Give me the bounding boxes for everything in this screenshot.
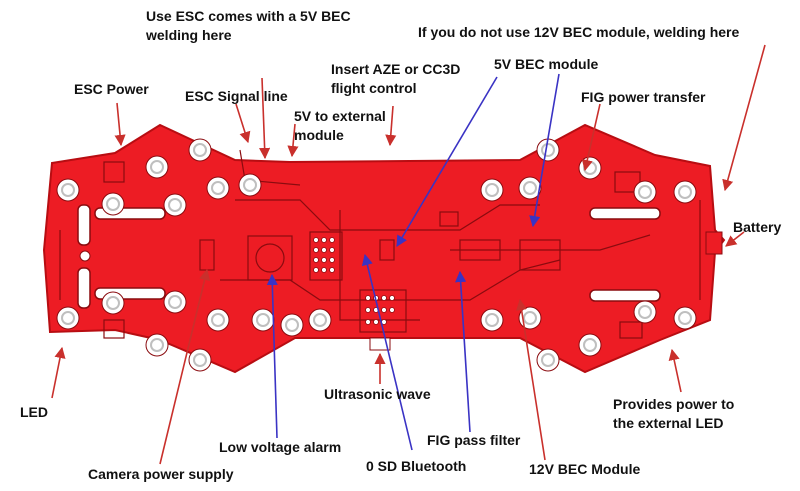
mounting-hole-inner (638, 305, 652, 319)
label-sd-bluetooth: 0 SD Bluetooth (366, 458, 467, 474)
mounting-holes (56, 138, 697, 372)
mounting-hole-inner (678, 311, 692, 325)
mounting-hole-inner (61, 311, 75, 325)
mounting-hole-inner (106, 197, 120, 211)
mounting-hole-inner (583, 338, 597, 352)
mounting-hole-inner (523, 311, 537, 325)
label-5v-bec-module: 5V BEC module (494, 56, 599, 72)
red-arrows (51, 44, 766, 465)
label-ultrasonic: Ultrasonic wave (324, 386, 431, 402)
label-12v-bec-module: 12V BEC Module (529, 461, 641, 477)
right-slot-bottom (589, 289, 661, 302)
blue-arrows (266, 73, 560, 451)
mounting-hole-inner (168, 295, 182, 309)
label-ext-5v-line1: 5V to external (294, 108, 386, 124)
mounting-hole-inner (256, 313, 270, 327)
mounting-hole-inner (678, 185, 692, 199)
battery-pad (705, 231, 723, 255)
label-insert-fc-line2: flight control (331, 80, 417, 96)
mounting-hole-inner (638, 185, 652, 199)
mounting-hole-inner (168, 198, 182, 212)
mounting-hole-inner (150, 160, 164, 174)
label-battery: Battery (733, 219, 782, 235)
label-fig-filter: FIG pass filter (427, 432, 521, 448)
mounting-hole-inner (541, 353, 555, 367)
mounting-hole-inner (285, 318, 299, 332)
label-ext-5v-line2: module (294, 127, 344, 143)
mounting-hole-inner (106, 296, 120, 310)
mounting-hole-inner (193, 143, 207, 157)
mounting-hole-inner (193, 353, 207, 367)
label-low-voltage: Low voltage alarm (219, 439, 342, 455)
pcb-traces (59, 149, 701, 321)
label-insert-fc-line1: Insert AZE or CC3D (331, 61, 461, 77)
mounting-hole-inner (150, 338, 164, 352)
left-small-hole (79, 250, 91, 262)
label-ext-led-line1: Provides power to (613, 396, 735, 412)
label-esc-power: ESC Power (74, 81, 149, 97)
label-fig-power: FIG power transfer (581, 89, 706, 105)
label-no-12v-bec: If you do not use 12V BEC module, weldin… (418, 24, 740, 40)
label-camera-power: Camera power supply (88, 466, 234, 482)
label-esc-bec-line1: Use ESC comes with a 5V BEC (146, 8, 351, 24)
mounting-hole-inner (523, 181, 537, 195)
mounting-hole-inner (541, 143, 555, 157)
left-slot-vert-a (77, 204, 91, 246)
label-led: LED (20, 404, 48, 420)
mounting-hole-inner (485, 313, 499, 327)
right-slot-top (589, 207, 661, 220)
label-ext-led-line2: the external LED (613, 415, 724, 431)
label-esc-bec-line2: welding here (146, 27, 232, 43)
mounting-hole-inner (243, 178, 257, 192)
left-slot-vert-b (77, 267, 91, 309)
mounting-hole-inner (61, 183, 75, 197)
label-esc-signal: ESC Signal line (185, 88, 288, 104)
pin-header (313, 237, 395, 325)
mounting-hole-inner (313, 313, 327, 327)
mounting-hole-inner (485, 183, 499, 197)
mounting-hole-inner (211, 313, 225, 327)
mounting-hole-inner (211, 181, 225, 195)
